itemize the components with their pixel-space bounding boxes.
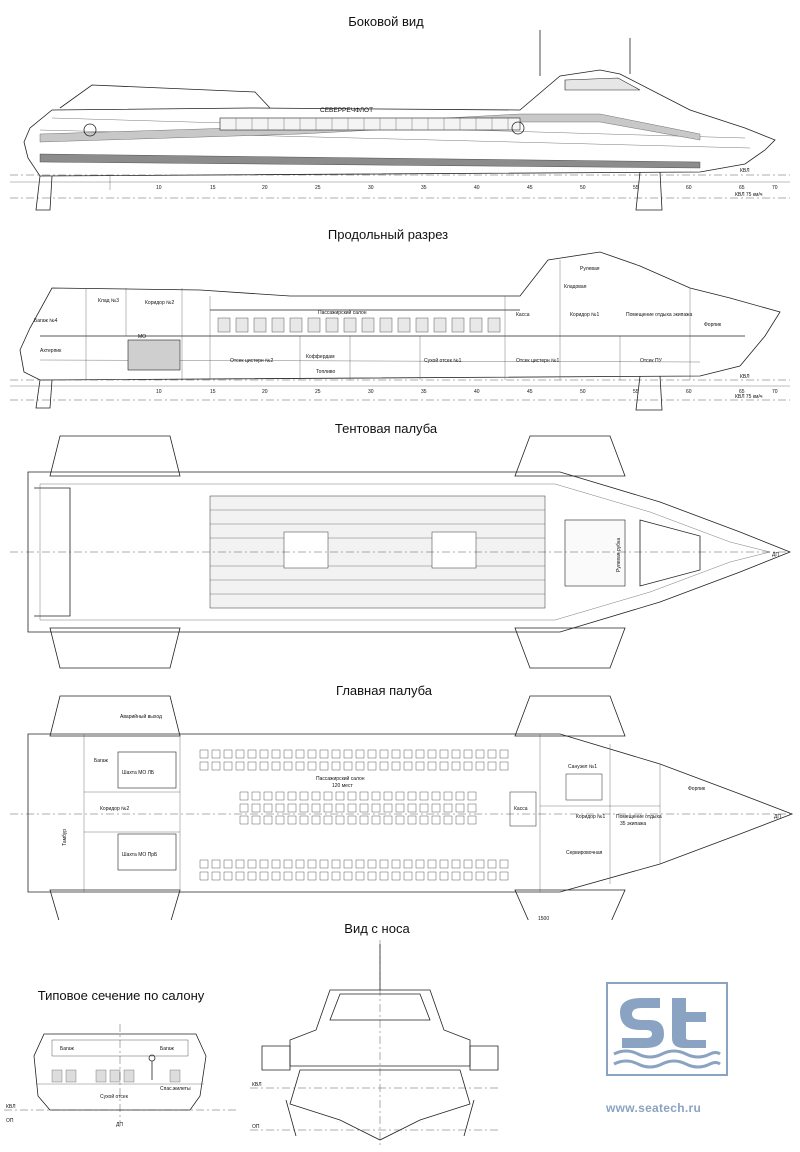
side-frame-45: 45 (527, 185, 533, 191)
label-tank2: Отсек цистерн №2 (230, 358, 273, 364)
side-kvl-speed-label: КВЛ 75 км/ч (735, 192, 763, 198)
main-crew-rest-label: Помещение отдыха (616, 814, 662, 820)
side-frame-30: 30 (368, 185, 374, 191)
main-corridor1-label: Коридор №1 (576, 814, 605, 820)
profile-section-title: Продольный разрез (327, 227, 449, 242)
main-vestibule-label: Тамбур (62, 829, 68, 846)
main-emergency-exit-label: Аварийный выход (120, 713, 162, 720)
profile-frame-65: 65 (739, 389, 745, 395)
profile-frame-25: 25 (315, 389, 321, 395)
profile-frame-55: 55 (633, 389, 639, 395)
awning-deck-title: Тентовая палуба (334, 421, 438, 436)
label-forepeak: Форпик (704, 322, 722, 328)
profile-section-drawing: Рулевая Кладовая Коридор №2 Клад №3 Пасс… (10, 251, 790, 411)
label-kassa: Касса (516, 312, 530, 318)
label-afterpeak: Ахтерпик (40, 348, 62, 354)
section-baggage2-label: Багаж (160, 1046, 175, 1052)
typical-section-title: Типовое сечение по салону (37, 988, 205, 1003)
profile-frame-50: 50 (580, 389, 586, 395)
section-dry-comp-label: Сухой отсек (100, 1093, 129, 1100)
side-kvl-label: КВЛ (740, 168, 749, 174)
profile-frame-15: 15 (210, 389, 216, 395)
side-frame-60: 60 (686, 185, 692, 191)
profile-kvl-speed-label: КВЛ 75 км/ч (735, 394, 763, 400)
main-dim-label: 1500 (538, 916, 549, 920)
bow-op-label: ОП (252, 1124, 260, 1130)
label-passenger-salon: Пассажирский салон (318, 309, 367, 316)
side-frame-25: 25 (315, 185, 321, 191)
side-view-drawing: СЕВЕРРЕЧФЛОТ КВЛ КВЛ 75 км/ч 10 15 20 25… (10, 30, 790, 211)
main-deck-drawing: Пассажирский салон 120 мест Коридор №2 К… (10, 695, 794, 920)
section-baggage1-label: Багаж (60, 1046, 75, 1052)
seatech-website: www.seatech.ru (606, 1101, 702, 1115)
bow-view-drawing: КВЛ ОП (250, 940, 500, 1146)
bow-view-title: Вид с носа (344, 921, 410, 936)
side-frame-10: 10 (156, 185, 162, 191)
main-kassa-label: Касса (514, 806, 528, 812)
label-fuel: Топливо (316, 369, 335, 375)
section-dp-label: ДП (116, 1122, 123, 1128)
profile-frame-35: 35 (421, 389, 427, 395)
profile-frame-40: 40 (474, 389, 480, 395)
awning-dp-label: ДП (772, 552, 779, 558)
label-pu: Отсек ПУ (640, 358, 663, 364)
profile-kvl-label: КВЛ (740, 374, 749, 380)
main-sanuzel-label: Санузел №1 (568, 764, 597, 770)
side-frame-55: 55 (633, 185, 639, 191)
label-pantry: Кладовая (564, 284, 587, 290)
main-corridor2-label: Коридор №2 (100, 806, 129, 812)
label-storage3: Клад №3 (98, 298, 119, 304)
main-mo-shaft-pb-label: Шахта МО ПрБ (122, 852, 158, 858)
label-baggage: Багаж №4 (34, 318, 58, 324)
label-corridor2: Коридор №2 (145, 300, 174, 306)
ship-name-text: СЕВЕРРЕЧФЛОТ (320, 107, 373, 114)
side-frame-20: 20 (262, 185, 268, 191)
main-salon-label: Пассажирский салон (316, 775, 365, 782)
section-spas-label: Спас.жилеты (160, 1086, 191, 1092)
main-crew-count-label: 35 экипажа (620, 821, 646, 827)
side-frame-40: 40 (474, 185, 480, 191)
profile-frame-30: 30 (368, 389, 374, 395)
main-servery-label: Сервировочная (566, 850, 603, 856)
side-frame-70: 70 (772, 185, 778, 191)
profile-frame-20: 20 (262, 389, 268, 395)
awning-wheelhouse-label: Рулевая рубка (616, 538, 622, 572)
main-deck-title: Главная палуба (336, 683, 432, 698)
section-op-label: ОП (6, 1118, 14, 1124)
label-engine-room: МО (138, 334, 146, 340)
side-frame-15: 15 (210, 185, 216, 191)
label-crew-rest: Помещение отдыха экипажа (626, 312, 692, 318)
profile-frame-60: 60 (686, 389, 692, 395)
profile-frame-70: 70 (772, 389, 778, 395)
main-dp-label: ДП (774, 814, 781, 820)
label-wheelhouse: Рулевая (580, 266, 600, 272)
side-frame-65: 65 (739, 185, 745, 191)
main-mo-shaft-lb-label: Шахта МО ЛБ (122, 770, 155, 776)
bow-kvl-label: КВЛ (252, 1082, 261, 1088)
section-kvl-label: КВЛ (6, 1104, 15, 1110)
profile-frame-45: 45 (527, 389, 533, 395)
main-forepeak-label: Форпик (688, 786, 706, 792)
label-cofferdam: Коффердам (306, 354, 335, 360)
main-seats-label: 120 мест (332, 783, 353, 789)
side-view-title: Боковой вид (348, 14, 424, 29)
label-corridor1: Коридор №1 (570, 312, 599, 318)
typical-section-drawing: Багаж Багаж Сухой отсек Спас.жилеты КВЛ … (4, 1024, 236, 1128)
label-tank1: Отсек цистерн №1 (516, 358, 559, 364)
side-frame-35: 35 (421, 185, 427, 191)
seatech-logo (606, 982, 728, 1076)
awning-deck-drawing: Рулевая рубка ДП (10, 435, 792, 669)
side-frame-50: 50 (580, 185, 586, 191)
profile-frame-10: 10 (156, 389, 162, 395)
main-baggage-label: Багаж (94, 758, 109, 764)
label-dry-comp1: Сухой отсек №1 (424, 357, 462, 364)
